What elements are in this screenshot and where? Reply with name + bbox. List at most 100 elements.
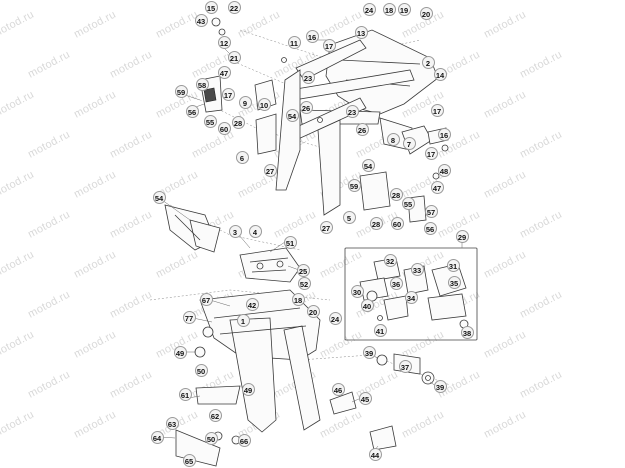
footpeg-assembly-54: [164, 204, 221, 253]
part-callout-54: 54: [152, 190, 166, 204]
part-callout-12: 12: [217, 35, 231, 49]
part-callout-29: 29: [455, 229, 469, 243]
part-callout-54: 54: [285, 108, 299, 122]
bracket-44: [369, 425, 397, 451]
lever-46: [329, 391, 357, 415]
part-callout-42: 42: [245, 297, 259, 311]
part-callout-60: 60: [217, 121, 231, 135]
part-callout-66: 66: [237, 433, 251, 447]
part-callout-45: 45: [358, 391, 372, 405]
part-callout-19: 19: [397, 2, 411, 16]
part-callout-77: 77: [182, 310, 196, 324]
part-callout-32: 32: [383, 253, 397, 267]
part-callout-10: 10: [257, 97, 271, 111]
upper-small-parts: [199, 17, 449, 223]
part-callout-24: 24: [362, 2, 376, 16]
part-callout-2: 2: [421, 55, 435, 69]
part-callout-65: 65: [182, 453, 196, 467]
part-callout-43: 43: [194, 13, 208, 27]
part-callout-55: 55: [401, 196, 415, 210]
part-callout-28: 28: [389, 187, 403, 201]
part-callout-47: 47: [217, 65, 231, 79]
part-callout-24: 24: [328, 311, 342, 325]
part-callout-26: 26: [355, 122, 369, 136]
subframe-rail-13: [295, 39, 367, 81]
part-callout-60: 60: [390, 216, 404, 230]
part-callout-28: 28: [231, 115, 245, 129]
part-callout-25: 25: [296, 263, 310, 277]
frame-downtube: [229, 317, 277, 433]
part-callout-18: 18: [291, 292, 305, 306]
part-callout-52: 52: [297, 276, 311, 290]
part-callout-51: 51: [283, 235, 297, 249]
part-callout-30: 30: [350, 284, 364, 298]
lower-main-frame: [175, 289, 397, 467]
footrest-mount-6: [255, 113, 277, 155]
part-callout-20: 20: [306, 304, 320, 318]
part-callout-31: 31: [446, 258, 460, 272]
part-callout-17: 17: [430, 103, 444, 117]
part-callout-28: 28: [369, 216, 383, 230]
part-callout-16: 16: [437, 127, 451, 141]
part-callout-49: 49: [241, 382, 255, 396]
part-callout-15: 15: [204, 0, 218, 14]
part-callout-5: 5: [342, 210, 356, 224]
part-callout-58: 58: [195, 77, 209, 91]
part-callout-59: 59: [347, 178, 361, 192]
part-callout-18: 18: [382, 2, 396, 16]
part-callout-16: 16: [305, 29, 319, 43]
part-callout-50: 50: [194, 363, 208, 377]
part-callout-67: 67: [199, 292, 213, 306]
footpeg-bracket-59: [359, 171, 391, 211]
part-callout-17: 17: [221, 87, 235, 101]
part-callout-50: 50: [204, 431, 218, 445]
part-callout-1: 1: [236, 313, 250, 327]
part-callout-41: 41: [373, 323, 387, 337]
part-callout-33: 33: [410, 262, 424, 276]
part-callout-9: 9: [238, 95, 252, 109]
part-callout-57: 57: [424, 204, 438, 218]
part-callout-63: 63: [165, 416, 179, 430]
part-callout-38: 38: [460, 325, 474, 339]
part-callout-17: 17: [322, 38, 336, 52]
part-callout-39: 39: [433, 379, 447, 393]
part-callout-26: 26: [299, 100, 313, 114]
part-callout-48: 48: [437, 163, 451, 177]
part-callout-6: 6: [235, 150, 249, 164]
part-callout-4: 4: [248, 224, 262, 238]
part-callout-20: 20: [419, 6, 433, 20]
arm-bracket-assembly: [239, 247, 301, 283]
part-callout-7: 7: [402, 136, 416, 150]
frame-rear-tube: [283, 325, 321, 431]
part-callout-46: 46: [331, 382, 345, 396]
part-callout-21: 21: [227, 50, 241, 64]
part-callout-23: 23: [301, 70, 315, 84]
part-callout-49: 49: [173, 345, 187, 359]
skid-plate-61: [195, 385, 241, 405]
part-callout-17: 17: [424, 146, 438, 160]
part-callout-39: 39: [362, 345, 376, 359]
part-callout-27: 27: [263, 163, 277, 177]
part-callout-3: 3: [228, 224, 242, 238]
part-callout-36: 36: [389, 276, 403, 290]
part-callout-37: 37: [398, 359, 412, 373]
part-callout-54: 54: [361, 158, 375, 172]
part-callout-47: 47: [430, 180, 444, 194]
part-callout-27: 27: [319, 220, 333, 234]
part-callout-35: 35: [447, 275, 461, 289]
part-callout-44: 44: [368, 447, 382, 461]
part-callout-59: 59: [174, 84, 188, 98]
part-callout-22: 22: [227, 0, 241, 14]
part-callout-34: 34: [404, 290, 418, 304]
part-callout-64: 64: [150, 430, 164, 444]
frame-tube-5: [317, 119, 341, 216]
part-callout-55: 55: [203, 114, 217, 128]
part-callout-40: 40: [360, 298, 374, 312]
part-callout-23: 23: [345, 104, 359, 118]
part-callout-61: 61: [178, 387, 192, 401]
part-callout-14: 14: [433, 67, 447, 81]
part-callout-11: 11: [287, 35, 301, 49]
frame-strut-11: [275, 69, 301, 191]
